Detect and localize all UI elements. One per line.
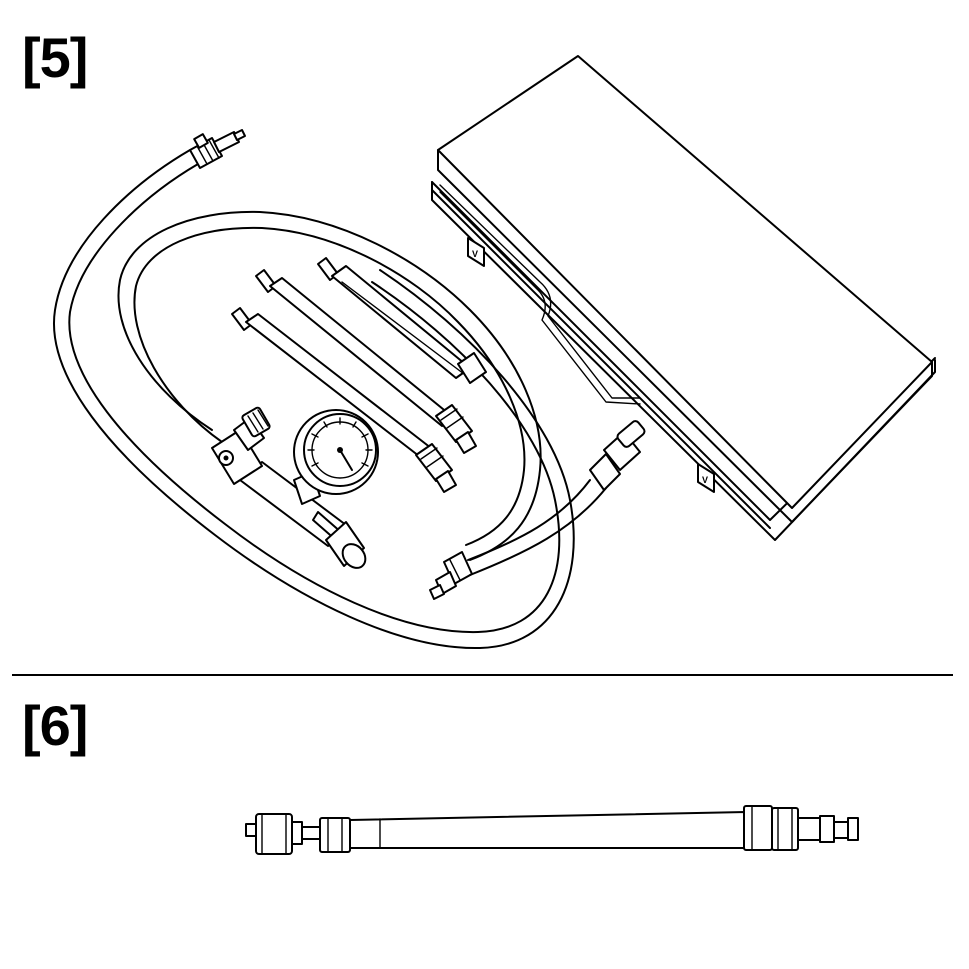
- outer-hose-coupler: [189, 129, 246, 169]
- adapter-hose-illustration: [245, 805, 859, 855]
- adapter-medium: [255, 269, 477, 454]
- inner-hose: [117, 210, 542, 561]
- latch-mark-right: V: [702, 475, 708, 485]
- kit-illustration: V V: [53, 55, 936, 650]
- gauge-needle: [339, 449, 353, 471]
- panel-adapter: [6]: [0, 676, 969, 969]
- adapter-hose: [245, 805, 859, 855]
- figure-label-5: [5]: [22, 26, 88, 89]
- outer-hose: [53, 149, 575, 650]
- gauge-assembly: [211, 406, 379, 569]
- case-latch-left: V: [467, 237, 485, 267]
- panel-kit: [5]: [22, 26, 936, 650]
- panel-divider: [12, 674, 953, 676]
- inner-hose-fitting: [429, 551, 473, 600]
- gauge-ticks: [307, 417, 373, 467]
- latch-mark-left: V: [472, 249, 478, 259]
- carrying-case: V V: [431, 55, 936, 541]
- figure-label-6: [6]: [22, 694, 88, 757]
- adapter-short: [231, 307, 457, 493]
- short-hose: [467, 420, 646, 576]
- adapter-long: [317, 257, 487, 384]
- case-latch-right: V: [697, 463, 715, 493]
